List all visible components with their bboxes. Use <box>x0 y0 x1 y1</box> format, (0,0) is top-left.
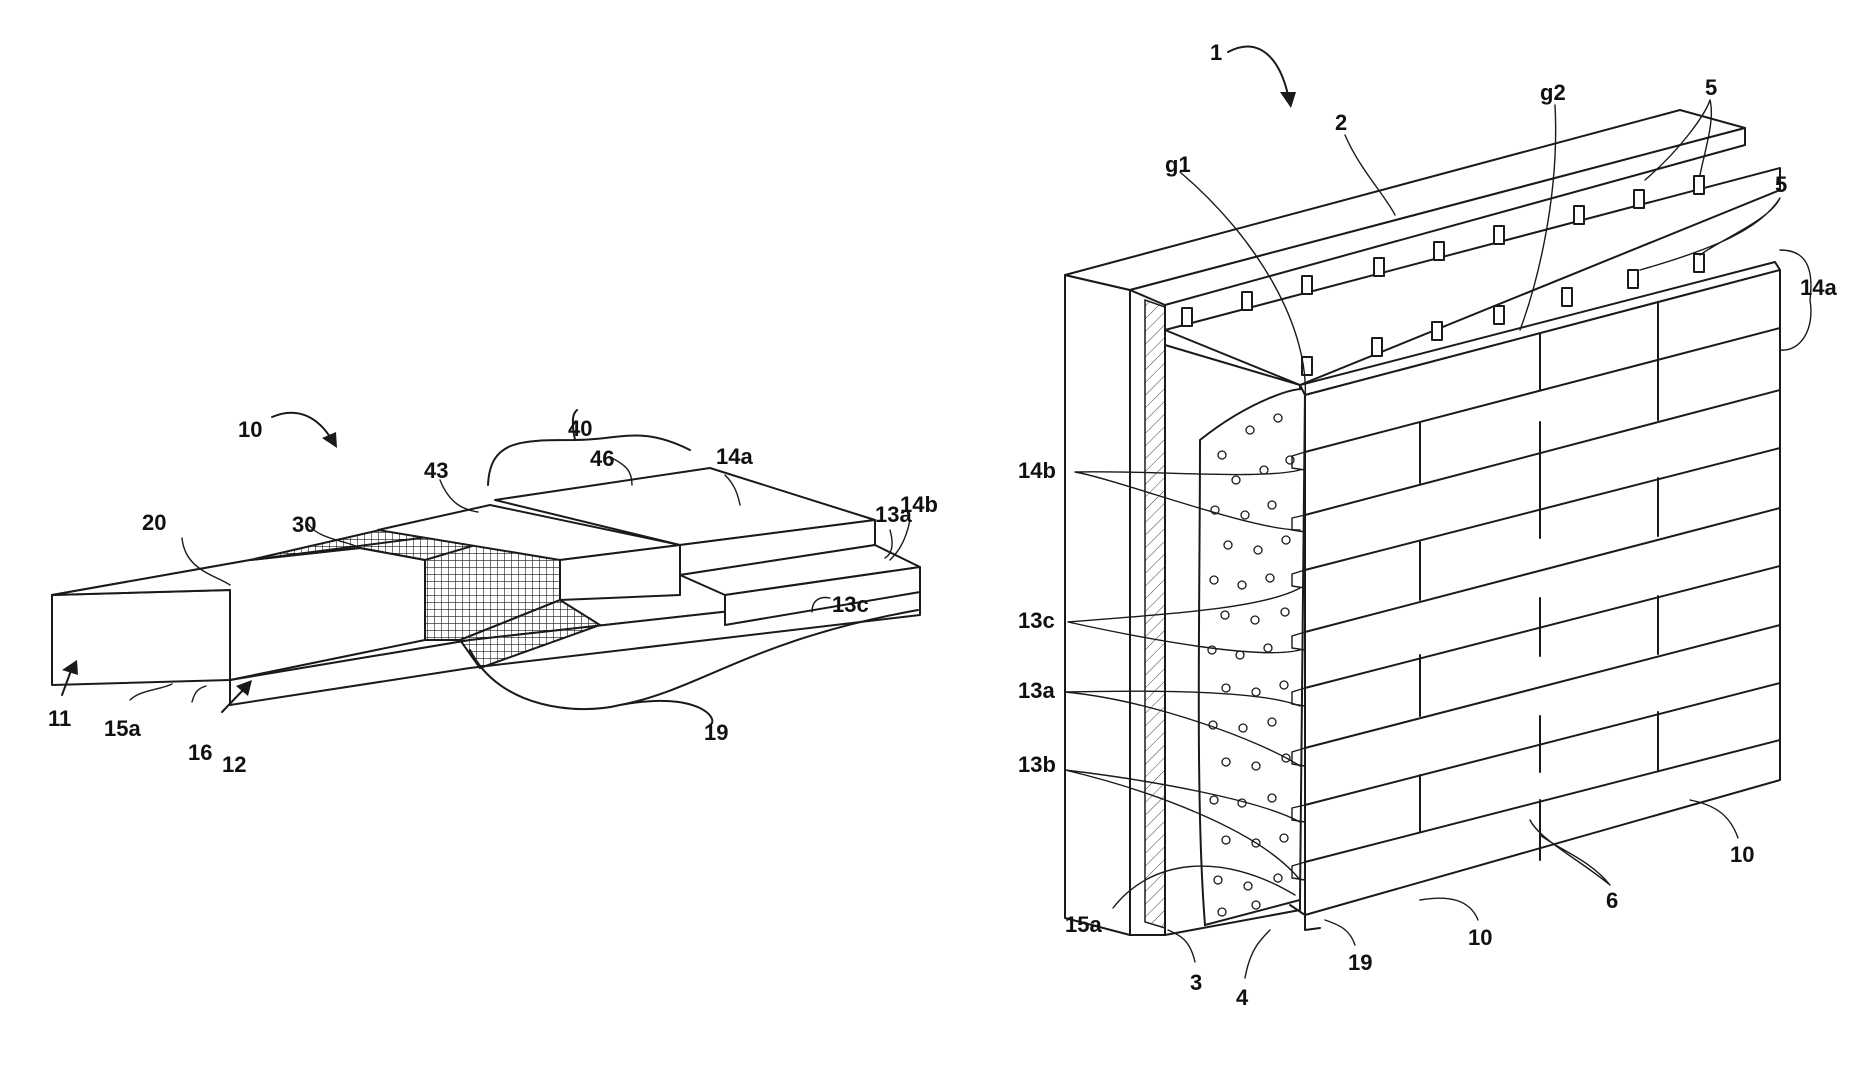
label-g1: g1 <box>1165 152 1191 177</box>
label-20: 20 <box>142 510 166 535</box>
label-13c: 13c <box>1018 608 1055 633</box>
label-16: 16 <box>188 740 212 765</box>
label-13b: 13b <box>1018 752 1056 777</box>
label-5-mid: 5 <box>1775 172 1787 197</box>
label-43: 43 <box>424 458 448 483</box>
label-14b: 14b <box>1018 458 1056 483</box>
label-14a: 14a <box>716 444 753 469</box>
label-10-right: 10 <box>1730 842 1754 867</box>
label-6: 6 <box>1606 888 1618 913</box>
label-5-top: 5 <box>1705 75 1717 100</box>
label-15a: 15a <box>104 716 141 741</box>
label-46: 46 <box>590 446 614 471</box>
label-4: 4 <box>1236 985 1249 1010</box>
label-15a: 15a <box>1065 912 1102 937</box>
structural-wall-front <box>1065 275 1130 935</box>
label-10: 10 <box>238 417 262 442</box>
wall-assembly-view: 1 2 g1 g2 5 5 14a 14b 13c 13a 13b 15a 3 … <box>1018 40 1837 1010</box>
label-12: 12 <box>222 752 246 777</box>
label-14a: 14a <box>1800 275 1837 300</box>
label-30: 30 <box>292 512 316 537</box>
label-3: 3 <box>1190 970 1202 995</box>
label-13c: 13c <box>832 592 869 617</box>
label-14b: 14b <box>900 492 938 517</box>
label-13a: 13a <box>1018 678 1055 703</box>
label-g2: g2 <box>1540 80 1566 105</box>
panel-perspective-view: 10 30 20 43 40 46 14a 13a 14b 13c 19 11 … <box>48 410 938 777</box>
label-2: 2 <box>1335 110 1347 135</box>
label-19: 19 <box>1348 950 1372 975</box>
arrow-1 <box>1228 47 1288 95</box>
label-10-bottom: 10 <box>1468 925 1492 950</box>
arrow-10 <box>272 413 332 440</box>
label-19: 19 <box>704 720 728 745</box>
label-11: 11 <box>48 706 71 731</box>
label-40: 40 <box>568 416 592 441</box>
backer-board-front <box>52 590 230 685</box>
label-1: 1 <box>1210 40 1222 65</box>
